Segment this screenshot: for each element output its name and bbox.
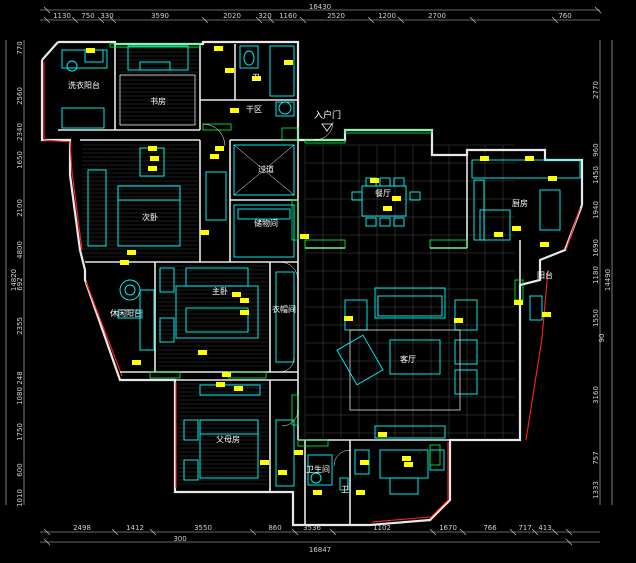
dim-right-seg: 757 (592, 451, 600, 464)
dim-left-seg: 2340 (16, 123, 24, 141)
dim-top-seg: 320 (258, 12, 271, 20)
dim-right-seg: 1690 (592, 239, 600, 257)
label-living: 客厅 (400, 354, 416, 364)
dim-top-seg: 3590 (151, 12, 169, 20)
label-dry: 干区 (246, 105, 262, 114)
dim-top-seg: 2520 (327, 12, 345, 20)
dim-left-seg: 4800 (16, 241, 24, 259)
dim-left-segments: 770 2560 2340 1650 2100 4800 692 2355 248 1080 175… (16, 41, 24, 507)
dim-bottom-seg: 1670 (439, 524, 457, 532)
label-storage: 储物间 (254, 218, 278, 228)
dim-top-seg: 1160 (279, 12, 297, 20)
dim-right-total: 14490 (604, 269, 612, 291)
yellow-markers (86, 46, 557, 495)
door-swings (202, 121, 351, 467)
dim-right-seg: 1333 (592, 481, 600, 499)
dim-top-total: 16430 (309, 3, 331, 11)
dim-left-seg: 770 (16, 41, 24, 54)
dim-top-seg: 760 (558, 12, 571, 20)
dimension-lines (5, 6, 613, 546)
dim-top-seg: 750 (81, 12, 94, 20)
dim-left-seg: 2100 (16, 199, 24, 217)
dim-bottom-seg: 766 (483, 524, 497, 532)
dim-top-seg: 1130 (53, 12, 71, 20)
dim-right-seg: 1450 (592, 166, 600, 184)
label-wc3: 卫生间 (306, 464, 330, 474)
dim-right-seg: 1940 (592, 201, 600, 219)
dim-right-seg: 3160 (592, 386, 600, 404)
dim-right-mid: 90 (598, 334, 606, 343)
dim-left-seg: 600 (16, 463, 24, 476)
entrance-arrow-icon (321, 123, 333, 132)
dim-bottom-total: 16847 (309, 546, 331, 554)
dim-bottom-seg: 1412 (126, 524, 144, 532)
dim-bottom-mid: 300 (173, 535, 186, 543)
dim-left-seg: 2355 (16, 317, 24, 335)
label-wc: 卫 (252, 73, 260, 82)
label-parents: 父母房 (216, 434, 240, 444)
door-window-accents (109, 43, 524, 466)
label-balcony2: 阳台 (537, 270, 553, 280)
dim-top-seg: 1200 (378, 12, 396, 20)
dim-left-seg: 2560 (16, 87, 24, 105)
dim-bottom-seg: 717 (518, 524, 531, 532)
dim-left-seg: 1750 (16, 423, 24, 441)
label-leisure-balcony: 休闲阳台 (110, 308, 142, 318)
label-wash-balcony: 洗衣阳台 (68, 80, 100, 90)
dim-left-seg: 1080 (16, 387, 24, 405)
label-entrance: 入户门 (314, 109, 341, 121)
dim-right-seg: 1180 (592, 266, 600, 284)
dim-bottom-seg: 3536 (303, 524, 321, 532)
dim-bottom-seg: 2498 (73, 524, 91, 532)
label-dining: 餐厅 (375, 189, 391, 198)
label-kitchen: 厨房 (512, 198, 528, 208)
label-corridor: 过道 (258, 164, 274, 174)
dim-right-seg: 2770 (592, 81, 600, 99)
dim-left-seg: 248 (16, 371, 24, 384)
dim-top-seg: 2020 (223, 12, 241, 20)
label-wc2: 卫 (341, 485, 349, 494)
dim-left-seg: 692 (16, 277, 24, 290)
label-study: 书房 (150, 96, 166, 106)
dim-right-seg: 1550 (592, 309, 600, 327)
dim-right-segments: 2770 960 1450 1940 1690 1180 1550 3160 757 1333 (592, 81, 600, 499)
label-master: 主卧 (212, 286, 228, 296)
dim-bottom-seg: 3550 (194, 524, 212, 532)
label-bedroom1: 次卧 (142, 212, 158, 222)
dim-left-total: 14820 (10, 269, 18, 291)
dim-top-seg: 330 (100, 12, 113, 20)
dim-bottom-segments: 2498 1412 3550 860 3536 1102 1670 766 717 413 (73, 524, 552, 532)
label-closet: 衣帽间 (272, 304, 296, 314)
dim-top-seg: 2700 (428, 12, 446, 20)
dim-bottom-seg: 860 (268, 524, 281, 532)
dim-bottom-seg: 413 (538, 524, 551, 532)
fixtures (61, 45, 581, 495)
dim-right-seg: 960 (592, 143, 600, 156)
dim-bottom-seg: 1102 (373, 524, 391, 532)
dim-left-seg: 1650 (16, 151, 24, 169)
dim-left-seg: 1010 (16, 489, 24, 507)
dim-top-segments: 1130 750 330 3590 2020 320 1160 2520 1200 2700 760 (53, 12, 572, 20)
floor-patterns (304, 144, 515, 438)
wood-floor-hatch (82, 47, 268, 485)
